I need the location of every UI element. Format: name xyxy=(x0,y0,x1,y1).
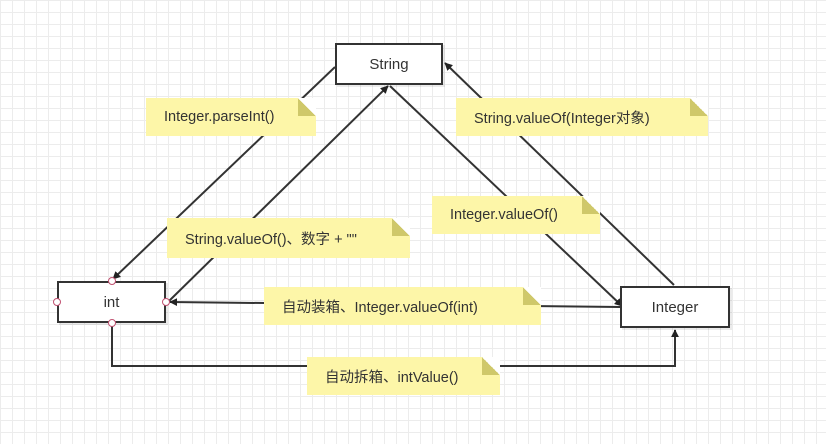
port-int-right[interactable] xyxy=(162,298,170,306)
note-unbox[interactable]: 自动拆箱、intValue() xyxy=(307,357,500,395)
port-int-top[interactable] xyxy=(108,277,116,285)
note-string-valueof-integer-obj[interactable]: String.valueOf(Integer对象) xyxy=(456,98,708,136)
note-string-valueof-integer-obj-text: String.valueOf(Integer对象) xyxy=(474,110,650,127)
node-integer[interactable]: Integer xyxy=(620,286,730,328)
port-int-left[interactable] xyxy=(53,298,61,306)
node-string[interactable]: String xyxy=(335,43,443,85)
note-autobox[interactable]: 自动装箱、Integer.valueOf(int) xyxy=(264,287,541,325)
node-int[interactable]: int xyxy=(57,281,166,323)
note-parse-int-text: Integer.parseInt() xyxy=(164,109,275,125)
port-int-bottom[interactable] xyxy=(108,319,116,327)
node-int-label: int xyxy=(103,293,120,311)
edge-int-to-string xyxy=(167,85,389,303)
note-autobox-text: 自动装箱、Integer.valueOf(int) xyxy=(282,299,478,316)
note-integer-valueof[interactable]: Integer.valueOf() xyxy=(432,196,600,234)
edge-integer-to-string xyxy=(444,62,675,286)
node-string-label: String xyxy=(369,55,409,73)
node-integer-label: Integer xyxy=(651,298,699,316)
note-unbox-text: 自动拆箱、intValue() xyxy=(325,369,459,386)
note-string-valueof-concat[interactable]: String.valueOf()、数字 + "" xyxy=(167,218,410,258)
note-parse-int[interactable]: Integer.parseInt() xyxy=(146,98,316,136)
note-integer-valueof-text: Integer.valueOf() xyxy=(450,207,558,223)
note-string-valueof-concat-text: String.valueOf()、数字 + "" xyxy=(185,231,357,248)
